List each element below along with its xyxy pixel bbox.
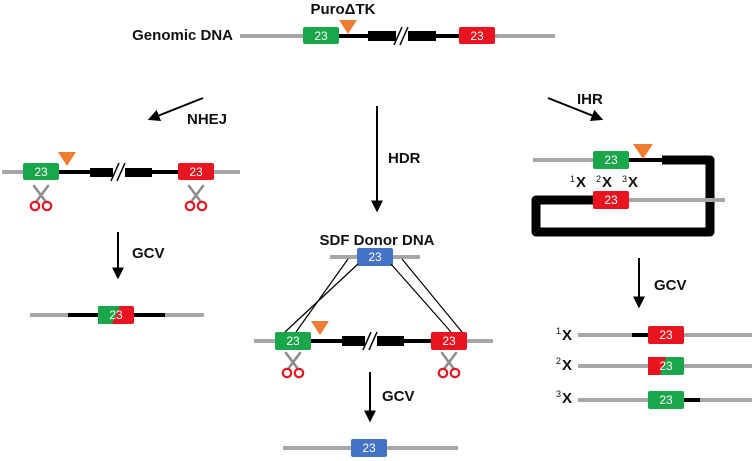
result-num-2: 2 bbox=[556, 356, 561, 366]
red-box-label: 23 bbox=[442, 334, 456, 348]
scissors-icon bbox=[29, 184, 53, 212]
scissors-icon bbox=[437, 351, 461, 379]
crossover-num-1: 1 bbox=[570, 174, 575, 184]
break-mark-icon bbox=[362, 330, 378, 352]
red-box bbox=[431, 332, 467, 350]
puro-tk-label: PuroΔTK bbox=[311, 1, 376, 18]
crossover-x-1: X bbox=[576, 174, 586, 191]
result-x-2: X bbox=[562, 357, 572, 374]
green-box-label: 23 bbox=[604, 153, 618, 167]
nhej-label: NHEJ bbox=[187, 111, 227, 128]
red-box-label: 23 bbox=[659, 328, 673, 342]
break-mark-icon bbox=[393, 25, 409, 47]
green-box bbox=[593, 151, 629, 169]
green-box-label: 23 bbox=[659, 393, 673, 407]
green-box-label: 23 bbox=[314, 29, 328, 43]
green-box bbox=[23, 163, 59, 180]
ihr-result-3: 3 X 23 bbox=[556, 389, 752, 409]
genomic-dna-label: Genomic DNA bbox=[132, 27, 233, 44]
ihr-label: IHR bbox=[577, 91, 603, 108]
triangle-marker-icon bbox=[58, 152, 76, 166]
blue-box bbox=[357, 248, 393, 266]
red-box-label: 23 bbox=[470, 29, 484, 43]
crossover-x-3: X bbox=[628, 174, 638, 191]
hdr-label: HDR bbox=[388, 150, 421, 167]
result-num-1: 1 bbox=[556, 326, 561, 336]
result-x-1: X bbox=[562, 327, 572, 344]
genomic-dna-construct: Genomic DNA PuroΔTK 23 23 bbox=[132, 1, 555, 47]
gcv-label: GCV bbox=[654, 277, 687, 294]
ihr-result-1: 1 X 23 bbox=[556, 326, 752, 344]
crossover-marks: 1 X 2 X 3 X bbox=[570, 174, 638, 191]
gcv-label: GCV bbox=[382, 388, 415, 405]
red-box bbox=[648, 326, 684, 344]
sdf-donor-label: SDF Donor DNA bbox=[320, 232, 435, 249]
triangle-marker-icon bbox=[633, 144, 653, 159]
scissors-icon bbox=[281, 351, 305, 379]
ihr-branch: IHR 23 23 1 X 2 X 3 X GCV 1 X 23 bbox=[531, 91, 752, 409]
fused-green-red-box: 23 bbox=[98, 306, 134, 324]
arrow-icon bbox=[547, 97, 604, 122]
crossover-num-3: 3 bbox=[622, 174, 627, 184]
blue-box bbox=[351, 439, 387, 457]
arrow-icon bbox=[147, 97, 204, 122]
green-box bbox=[303, 27, 339, 44]
gcv-label: GCV bbox=[132, 245, 165, 262]
fused-box-label: 23 bbox=[659, 359, 673, 373]
green-box-label: 23 bbox=[34, 165, 48, 179]
crossover-num-2: 2 bbox=[596, 174, 601, 184]
triangle-marker-icon bbox=[339, 20, 357, 34]
green-box bbox=[648, 391, 684, 409]
green-box-label: 23 bbox=[286, 334, 300, 348]
crossover-x-2: X bbox=[602, 174, 612, 191]
red-box bbox=[593, 191, 629, 209]
fused-box-label: 23 bbox=[109, 308, 123, 322]
ihr-result-2: 2 X 23 bbox=[556, 356, 752, 375]
green-box bbox=[275, 332, 311, 350]
hdr-branch: HDR SDF Donor DNA 23 23 23 GCV 23 bbox=[254, 106, 493, 457]
red-box-label: 23 bbox=[604, 193, 618, 207]
crossover-lines bbox=[284, 258, 463, 333]
ihr-loop bbox=[531, 155, 715, 237]
blue-box-label: 23 bbox=[362, 441, 376, 455]
red-box bbox=[459, 27, 495, 44]
scissors-icon bbox=[184, 184, 208, 212]
nhej-branch: NHEJ 23 23 GCV 23 bbox=[2, 97, 240, 324]
result-x-3: X bbox=[562, 390, 572, 407]
result-num-3: 3 bbox=[556, 389, 561, 399]
red-box bbox=[178, 163, 214, 180]
blue-box-label: 23 bbox=[368, 250, 382, 264]
red-box-label: 23 bbox=[189, 165, 203, 179]
break-mark-icon bbox=[110, 161, 126, 183]
triangle-marker-icon bbox=[311, 321, 329, 335]
